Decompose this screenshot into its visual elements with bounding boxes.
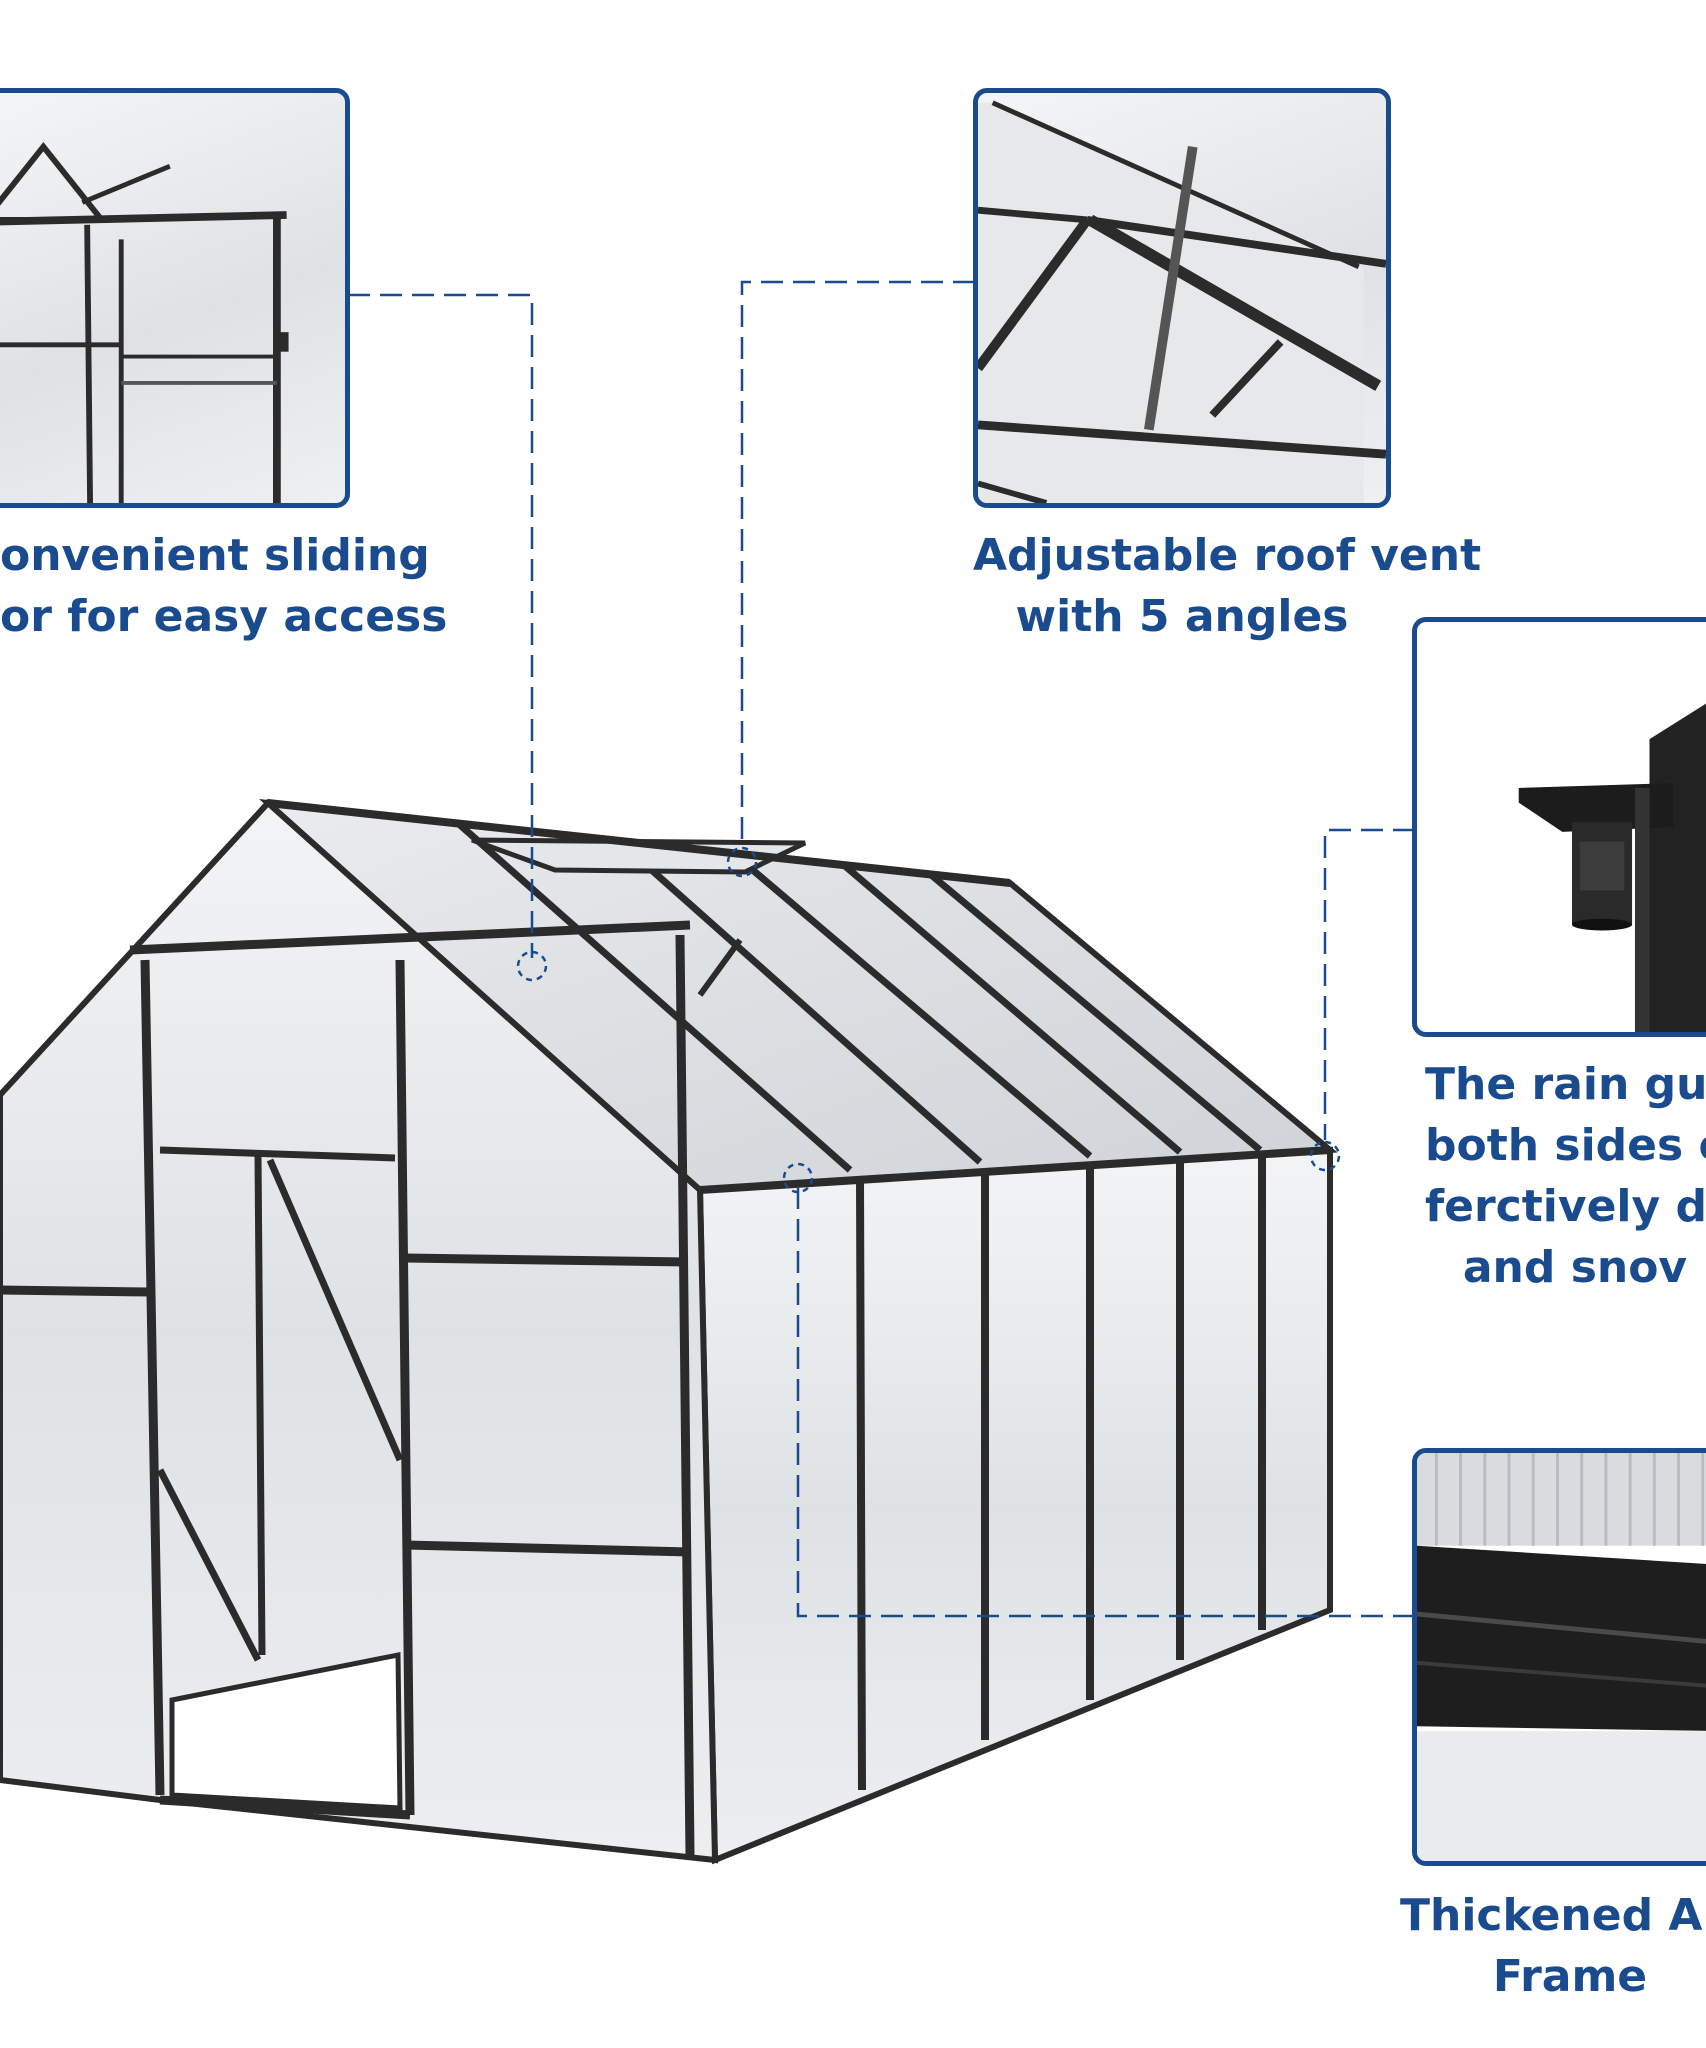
door-opening <box>169 1651 403 1811</box>
frame-detail-image <box>1412 1448 1706 1866</box>
frame-caption-line-1: Thickened Alur <box>1400 1890 1706 1941</box>
sliding-door-detail-image <box>0 88 350 508</box>
sliding-door-caption-line-2: or for easy access <box>0 591 448 642</box>
rain-gutter-caption-line-1: The rain gutte <box>1425 1059 1706 1110</box>
roof-vent-caption-line-2: with 5 angles <box>1015 591 1349 642</box>
side-wall <box>696 1146 1333 1865</box>
rain-gutter-caption-line-4: and snov <box>1462 1242 1688 1293</box>
roof-vent-caption-line-1: Adjustable roof vent <box>973 530 1482 581</box>
rain-gutter-detail-image <box>1412 617 1706 1037</box>
rain-gutter-caption: The rain gutte both sides ca fercti​vely… <box>1425 1054 1706 1298</box>
sliding-door-caption: onvenient sliding or for easy access <box>0 525 448 647</box>
sliding-door-caption-line-1: onvenient sliding <box>0 530 430 581</box>
frame-caption-line-2: Frame <box>1492 1951 1648 2002</box>
frame-caption: Thickened Alur Frame <box>1400 1885 1706 2007</box>
rain-gutter-caption-line-3: fercti​vely drai <box>1425 1181 1706 1232</box>
roof-vent-caption: Adjustable roof vent with 5 angles <box>973 525 1482 647</box>
roof-vent-detail-image <box>973 88 1391 508</box>
rain-gutter-caption-line-2: both sides ca <box>1425 1120 1706 1171</box>
